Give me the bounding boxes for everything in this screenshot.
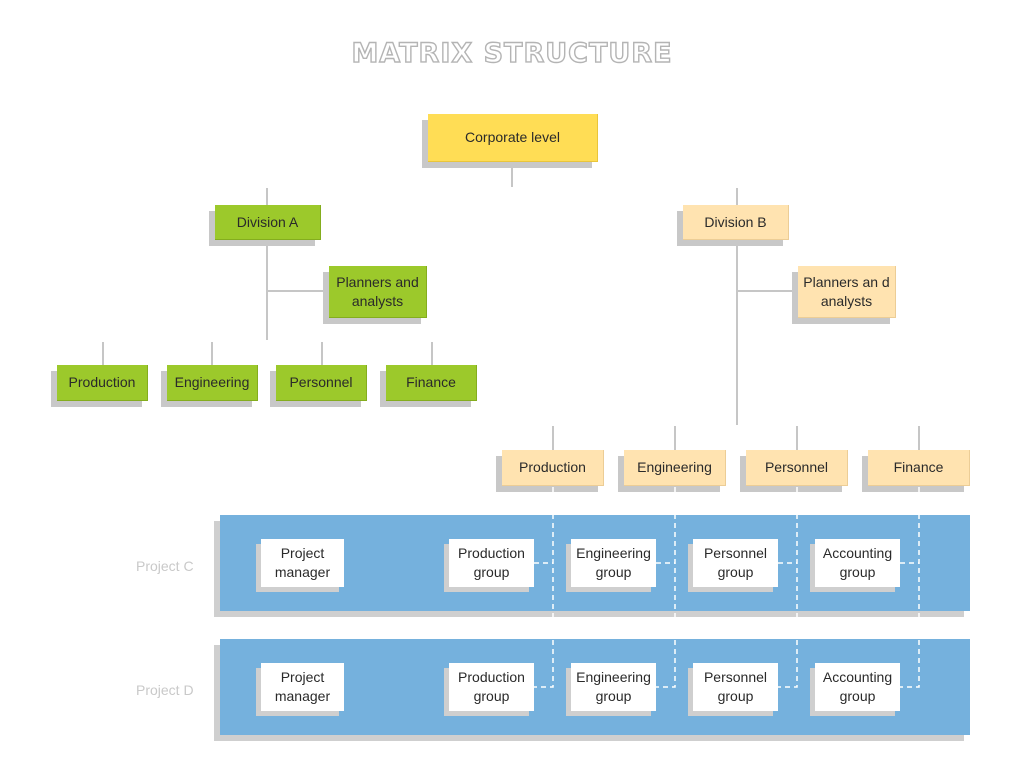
project-d-label: Project D (136, 682, 194, 698)
project-d-manager-box: Project manager (261, 663, 344, 711)
diagram-title: MATRIX STRUCTURE (351, 37, 673, 69)
project-c-label: Project C (136, 558, 194, 574)
division-b-box: Division B (683, 205, 789, 240)
dashed-finance (900, 487, 920, 688)
project-d-accounting-group: Accounting group (815, 663, 900, 711)
project-c-accounting-group: Accounting group (815, 539, 900, 587)
project-d-personnel-group: Personnel group (693, 663, 778, 711)
project-d-engineering-group: Engineering group (571, 663, 656, 711)
dashed-production (534, 487, 554, 688)
dashed-personnel (778, 487, 798, 688)
project-c-engineering-group: Engineering group (571, 539, 656, 587)
division-a-planners-box: Planners and analysts (329, 266, 427, 318)
project-d-production-group: Production group (449, 663, 534, 711)
division-a-production-box: Production (57, 365, 148, 401)
division-b-engineering-box: Engineering (624, 450, 726, 486)
division-b-finance-box: Finance (868, 450, 970, 486)
division-a-personnel-box: Personnel (276, 365, 367, 401)
project-c-production-group: Production group (449, 539, 534, 587)
division-a-finance-box: Finance (386, 365, 477, 401)
dashed-engineering (656, 487, 676, 688)
corporate-level-box: Corporate level (428, 114, 598, 162)
division-b-personnel-box: Personnel (746, 450, 848, 486)
division-a-engineering-box: Engineering (167, 365, 258, 401)
division-b-planners-box: Planners an d analysts (798, 266, 896, 318)
project-c-personnel-group: Personnel group (693, 539, 778, 587)
division-b-production-box: Production (502, 450, 604, 486)
project-c-manager-box: Project manager (261, 539, 344, 587)
division-a-box: Division A (215, 205, 321, 240)
